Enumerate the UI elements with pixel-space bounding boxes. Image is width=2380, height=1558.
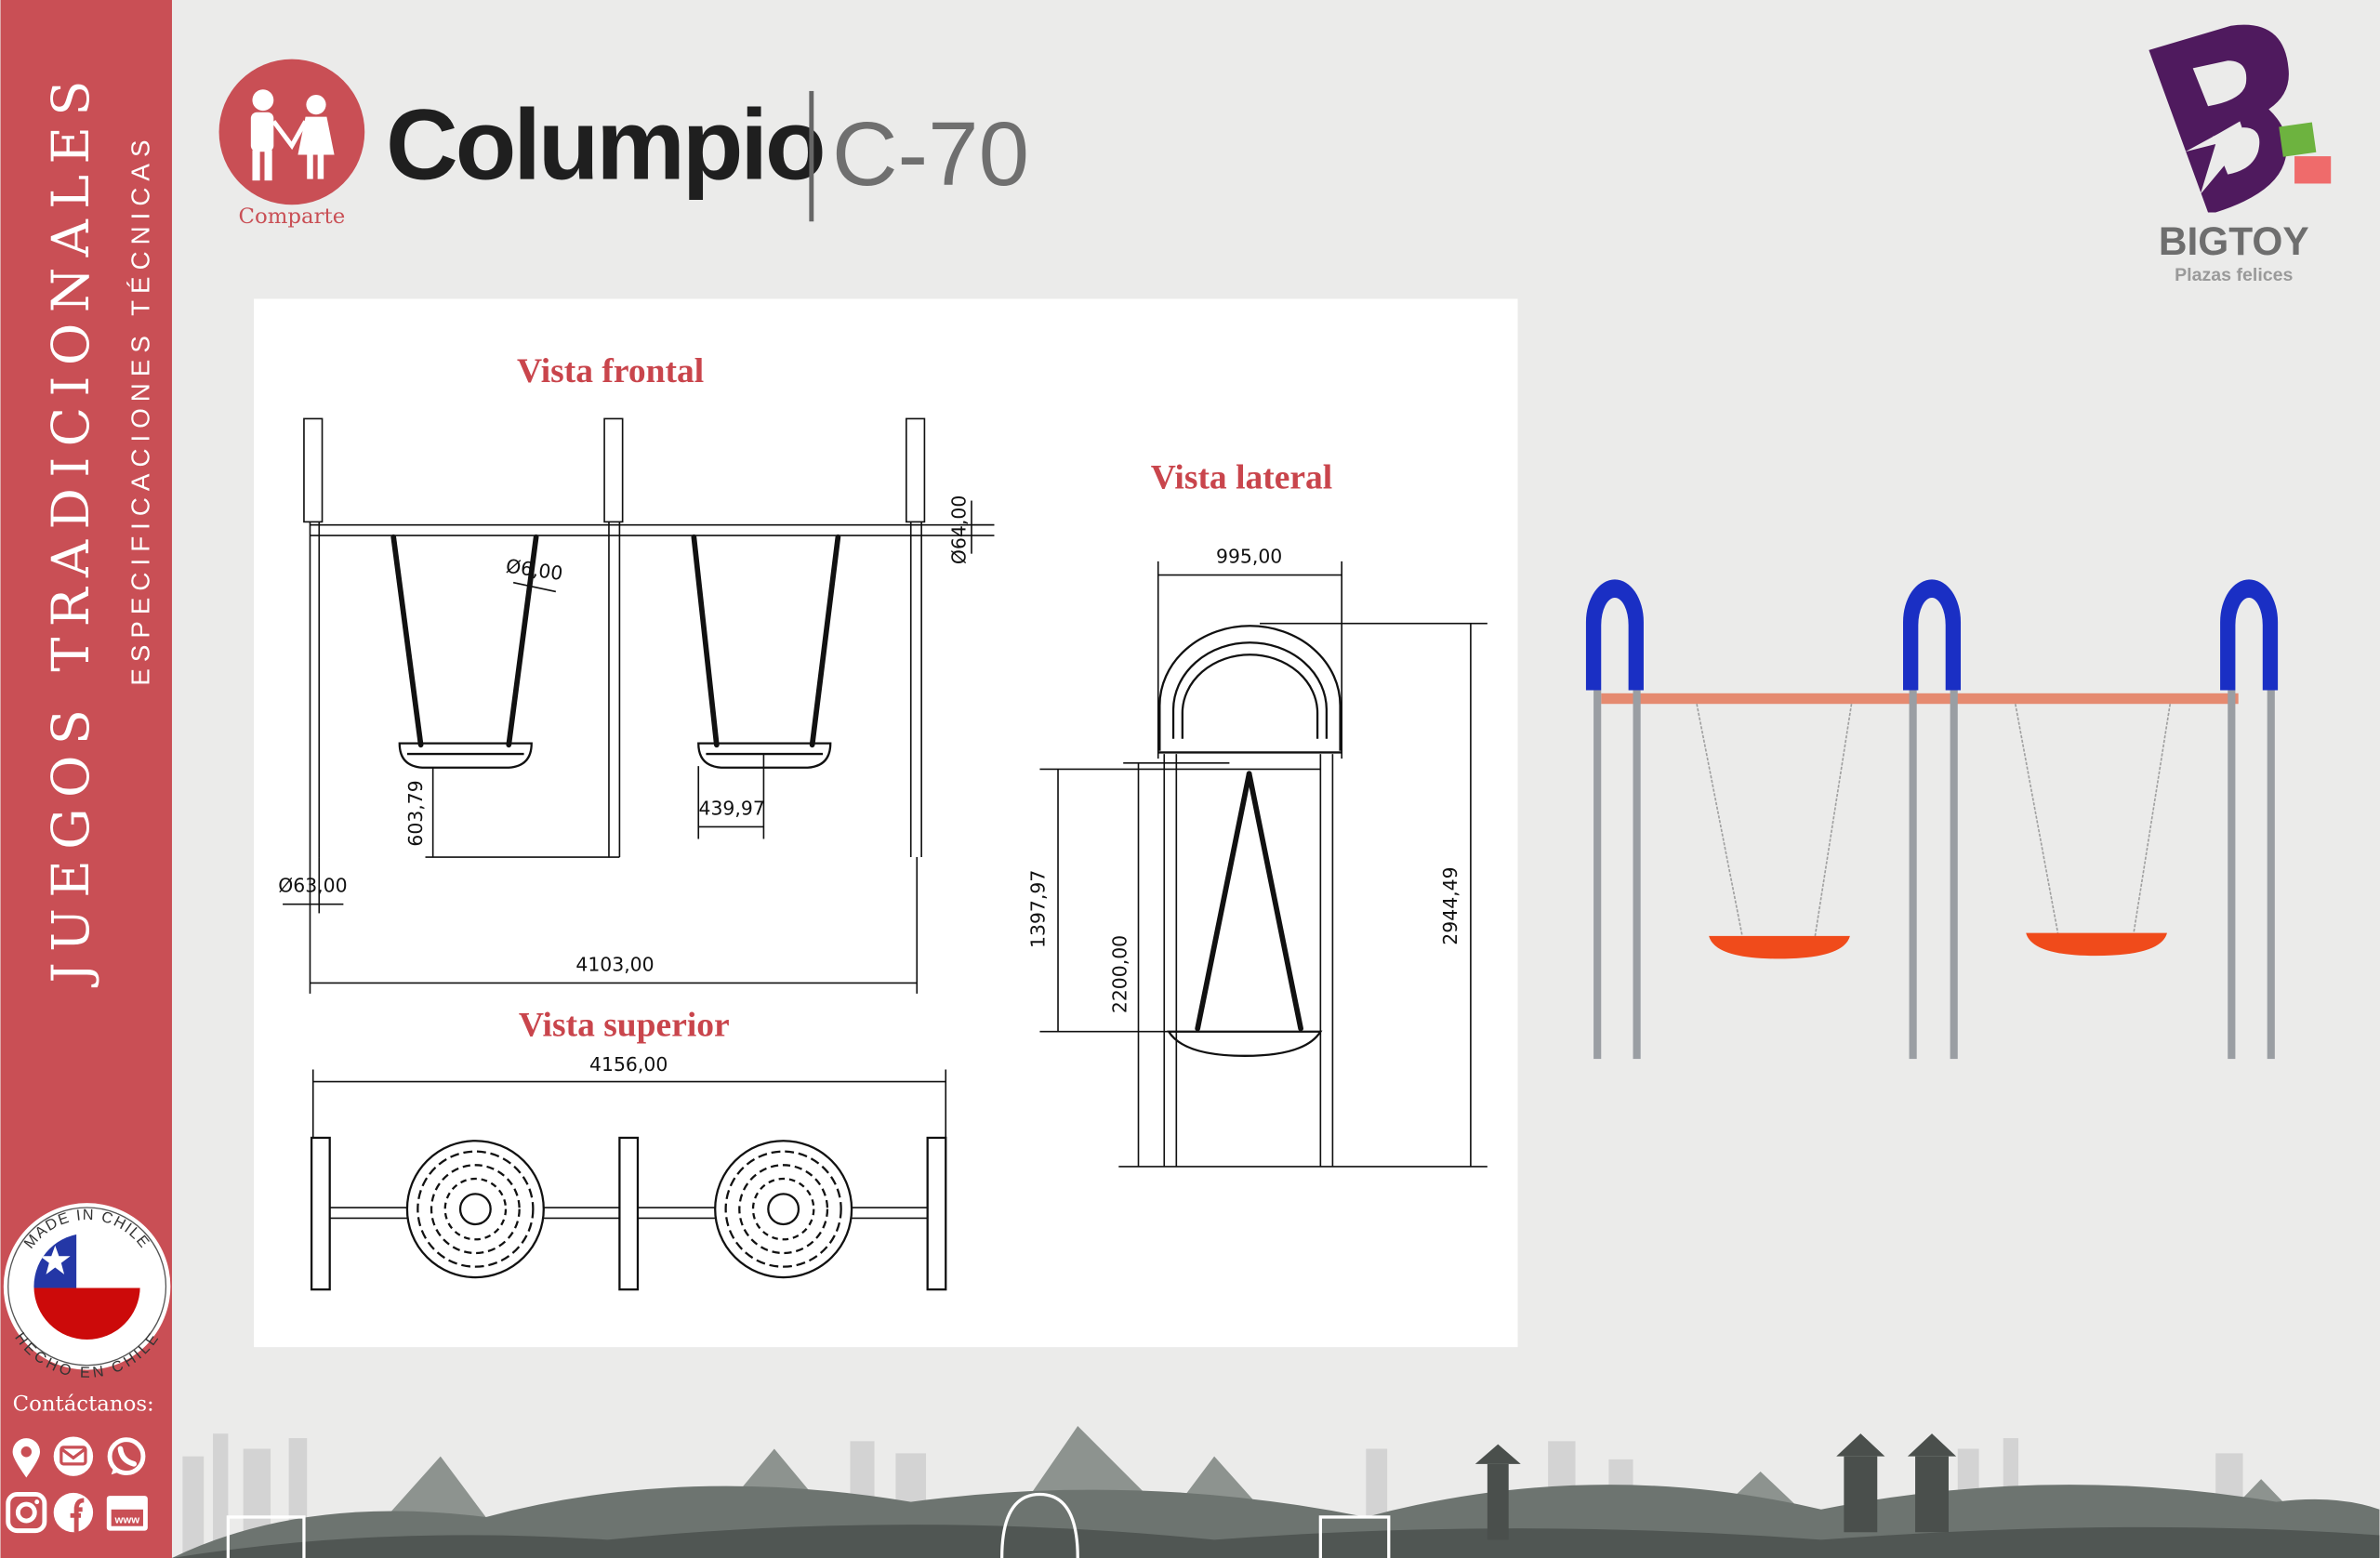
product-model: C-70 [832,102,1029,205]
technical-drawing-panel: Vista frontal [254,298,1518,1348]
instagram-icon[interactable] [6,1492,47,1534]
dim-arch-width: 995,00 [1216,545,1282,567]
dim-total-width-front: 4103,00 [575,953,654,975]
swing-render [1585,579,2279,1060]
front-view: Vista frontal [278,352,995,994]
sidebar-subtitle: ESPECIFICACIONES TÉCNICAS [126,134,154,686]
title-divider [809,90,814,222]
category-label: Comparte [239,205,346,229]
location-icon[interactable] [12,1438,40,1478]
comparte-logo: Comparte [218,59,365,229]
header: Comparte Columpio C-70 [218,59,1029,229]
whatsapp-icon[interactable] [107,1437,146,1476]
made-in-chile-badge: MADE IN CHILE HECHO EN CHILE [3,1203,171,1381]
dim-seat-height: 603,79 [404,780,427,846]
front-view-title: Vista frontal [517,352,704,390]
brand-name: BIGTOY [2159,219,2309,263]
orange-seat [2026,932,2167,957]
side-view: Vista lateral 995,00 2 [1026,458,1488,1168]
product-name: Columpio [386,89,823,201]
svg-text:www: www [114,1514,140,1525]
bigtoy-logo: BIGTOY Plazas felices [2149,24,2332,285]
dim-total-height: 2944,49 [1439,866,1461,944]
email-icon[interactable] [53,1436,94,1476]
brand-tagline: Plazas felices [2175,265,2293,285]
children-holding-hands-icon [250,89,335,181]
sidebar-title: JUEGOS TRADICIONALES [42,70,101,987]
dim-post-diameter: Ø63,00 [278,875,347,897]
website-icon[interactable]: www [106,1496,148,1531]
top-view: Vista superior 4156,00 [310,1007,947,1291]
playground-skyline-decoration [171,1426,2380,1558]
top-seat [714,1140,853,1279]
side-view-title: Vista lateral [1151,458,1333,496]
top-view-title: Vista superior [519,1007,730,1045]
orange-seat [1709,935,1850,959]
dim-total-width-top: 4156,00 [589,1053,668,1076]
top-seat [405,1140,545,1279]
blue-arch [1585,579,2279,691]
facebook-icon[interactable] [53,1492,94,1533]
sidebar: JUEGOS TRADICIONALES ESPECIFICACIONES TÉ… [0,0,172,1558]
dim-beam-height: 2200,00 [1108,935,1130,1013]
dim-beam-diameter: Ø64,00 [947,495,970,564]
dim-chain-length: 1397,97 [1026,870,1049,948]
dim-seat-width: 439,97 [699,797,765,819]
contact-label: Contáctanos: [13,1393,154,1417]
